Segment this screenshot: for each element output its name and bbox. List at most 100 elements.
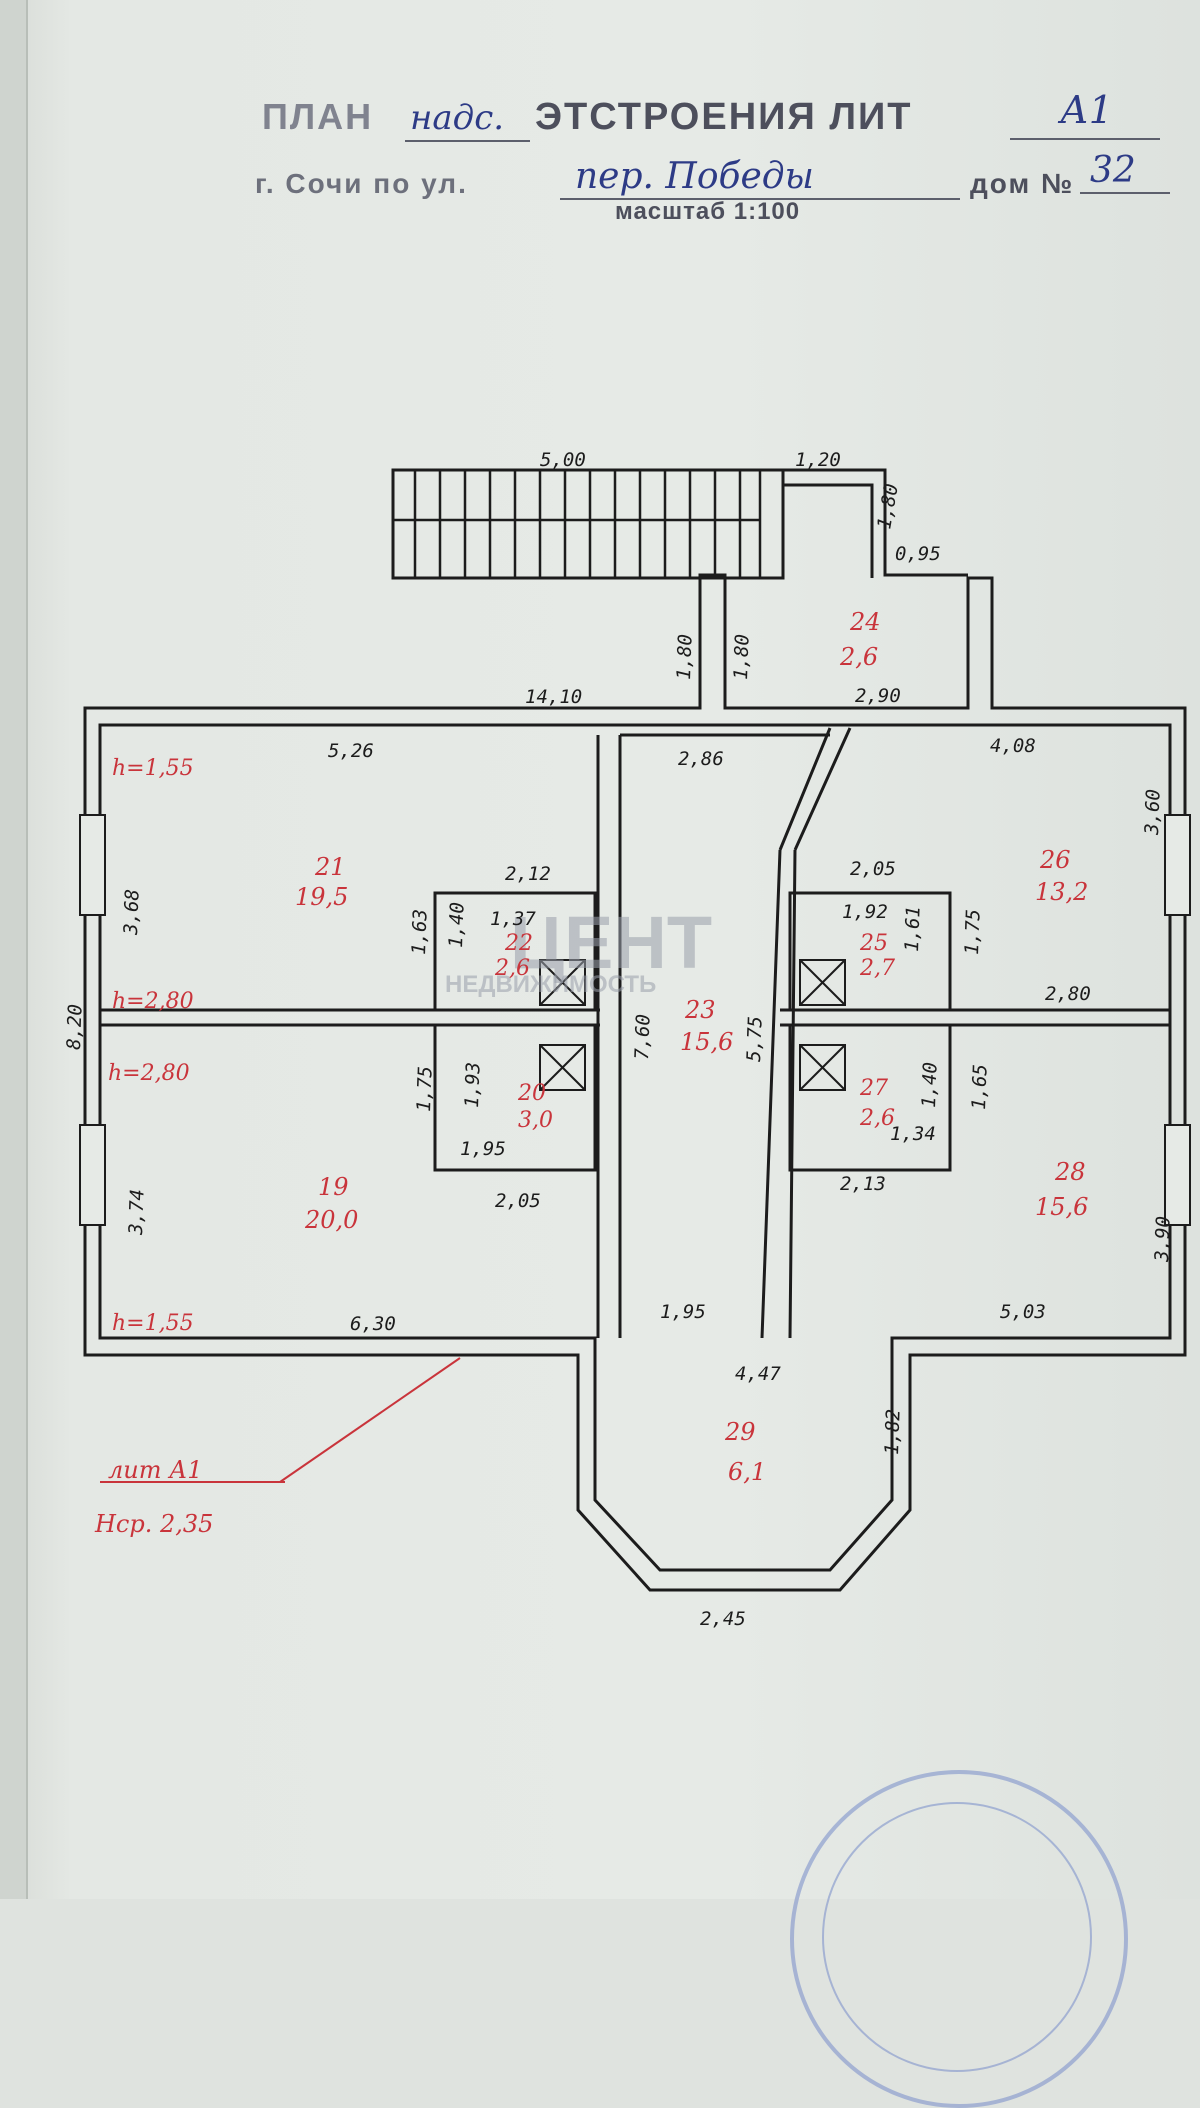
dim-205: 2,05 [850, 858, 896, 880]
room-23-id: 23 [684, 996, 716, 1024]
dim-182: 1,82 [881, 1409, 905, 1456]
room-21-area: 19,5 [295, 883, 348, 911]
dim-526: 5,26 [328, 740, 374, 762]
dim-212: 2,12 [505, 863, 551, 885]
dim-290: 2,90 [855, 685, 901, 707]
room-19-area: 20,0 [304, 1206, 358, 1234]
room-29-area: 6,1 [728, 1458, 766, 1486]
dim-360: 3,60 [1141, 789, 1165, 837]
dim-820: 8,20 [63, 1004, 87, 1051]
room-28-area: 15,6 [1035, 1193, 1088, 1221]
dim-195: 1,95 [460, 1138, 506, 1160]
bay-wall [593, 1360, 894, 1500]
room-20-id: 20 [517, 1081, 546, 1106]
annotation-lit: лит А1 [108, 1456, 203, 1484]
title-prefix: ПЛАН [262, 96, 374, 137]
room-labels: 21 19,5 19 20,0 22 2,6 20 3,0 23 15,6 24… [295, 608, 1088, 1486]
entry-wall [783, 468, 968, 577]
dim-140: 1,40 [445, 902, 469, 949]
dim-137: 1,37 [490, 908, 536, 930]
dim-503: 5,03 [1000, 1301, 1046, 1323]
watermark-small: НЕДВИЖИМОСТЬ [445, 971, 656, 998]
dim-175r: 1,75 [961, 909, 985, 956]
dim-280: 2,80 [1045, 983, 1091, 1005]
dim-193: 1,93 [461, 1062, 485, 1109]
room-21-id: 21 [314, 853, 346, 881]
room-26-id: 26 [1039, 846, 1071, 874]
windows [79, 814, 1191, 1226]
dim-286: 2,86 [678, 748, 724, 770]
dim-120: 1,20 [795, 449, 841, 471]
annotation-leader [279, 1357, 461, 1483]
room-19-id: 19 [318, 1173, 349, 1201]
floor-plan: ЦЕНТ НЕДВИЖИМОСТЬ 21 19,5 19 20,0 22 2,6… [63, 449, 1191, 1630]
dim-165: 1,65 [968, 1064, 992, 1111]
dim-408: 4,08 [990, 735, 1036, 757]
dim-175l: 1,75 [413, 1066, 437, 1113]
fixtures [539, 959, 846, 1091]
bath-20 [433, 1023, 597, 1172]
stair [391, 468, 785, 580]
outer-wall-inner [98, 723, 1172, 1572]
room-27-area: 2,6 [859, 1106, 895, 1131]
address-house-number: 32 [1090, 150, 1136, 191]
dim-390: 3,90 [1151, 1216, 1175, 1264]
room-28-id: 28 [1054, 1158, 1086, 1186]
official-stamp-inner-ring [822, 1802, 1092, 2072]
bath-25 [788, 891, 952, 1012]
address-street: пер. Победы [575, 156, 814, 197]
room-20-area: 3,0 [518, 1108, 553, 1133]
official-stamp [790, 1770, 1128, 2108]
dim-368: 3,68 [120, 889, 144, 937]
dim-245: 2,45 [700, 1608, 746, 1630]
scale-label: масштаб 1:100 [615, 198, 801, 225]
dim-095: 0,95 [895, 543, 941, 565]
room-29-id: 29 [724, 1418, 756, 1446]
room-25-area: 2,7 [859, 956, 895, 981]
stair-treads [393, 470, 762, 578]
room-22-id: 22 [504, 931, 533, 956]
height-21-bottom: h=2,80 [112, 989, 194, 1014]
entry-wall-inner [783, 483, 874, 578]
address-prefix: г. Сочи по ул. [255, 168, 468, 199]
room-22-area: 2,6 [494, 956, 530, 981]
dim-180-top: 1,80 [873, 482, 903, 531]
dim-163: 1,63 [408, 909, 432, 956]
dim-stair: 5,00 [540, 449, 586, 471]
height-19-bottom: h=1,55 [112, 1311, 194, 1336]
wall-26-28 [780, 1008, 1170, 1027]
dim-213: 2,13 [840, 1173, 886, 1195]
wall-corridor-right [760, 849, 797, 1339]
title-underline-lit [1010, 138, 1160, 140]
binding-strip [0, 0, 28, 1899]
dim-161: 1,61 [901, 906, 925, 953]
height-19-top: h=2,80 [108, 1061, 190, 1086]
wall-diag [778, 727, 852, 851]
title-stamp-text: ЭТСТРОЕНИЯ ЛИТ [535, 96, 913, 138]
house-underline [1080, 192, 1170, 194]
title-handwritten: надс. [410, 98, 505, 138]
dim-140b: 1,40 [918, 1062, 942, 1109]
dim-195b: 1,95 [660, 1301, 706, 1323]
paper-sheet [0, 0, 1200, 1899]
wall-corridor-left [596, 735, 622, 1338]
dim-575: 5,75 [743, 1016, 767, 1063]
address-house-label: дом № [970, 168, 1075, 199]
dim-180-a: 1,80 [673, 634, 697, 681]
dim-180-b: 1,80 [730, 634, 754, 681]
room-25-id: 25 [859, 931, 888, 956]
dim-760: 7,60 [631, 1014, 655, 1061]
title-underline-1 [405, 140, 530, 142]
room-24-id: 24 [849, 608, 881, 636]
height-labels: h=1,55 h=2,80 h=2,80 h=1,55 [108, 756, 194, 1336]
annotation-height: Нср. 2,35 [94, 1510, 213, 1538]
bath-22 [433, 891, 597, 1012]
dim-192: 1,92 [842, 901, 888, 923]
room-26-area: 13,2 [1035, 878, 1088, 906]
room-24-area: 2,6 [839, 643, 878, 671]
dim-134: 1,34 [890, 1123, 936, 1145]
dim-374: 3,74 [125, 1189, 149, 1237]
dim-447: 4,47 [735, 1363, 781, 1385]
room-23-area: 15,6 [680, 1028, 733, 1056]
address-underline [560, 198, 960, 200]
